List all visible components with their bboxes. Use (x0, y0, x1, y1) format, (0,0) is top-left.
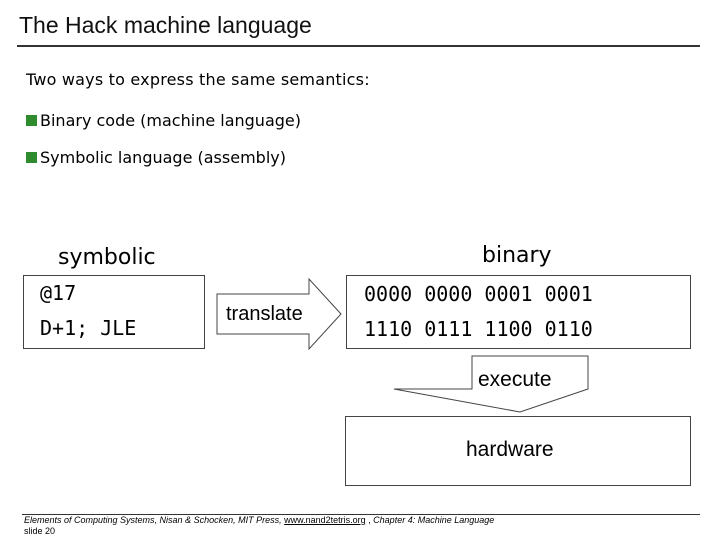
hardware-box (345, 416, 691, 486)
bullet-item-binary: Binary code (machine language) (26, 111, 301, 130)
intro-text: Two ways to express the same semantics: (26, 70, 370, 89)
binary-label: binary (482, 243, 552, 268)
binary-code-box (346, 275, 691, 349)
slide-number: slide 20 (24, 526, 56, 536)
footer-link[interactable]: www.nand2tetris.org (284, 515, 366, 525)
binary-code-line: 0000 0000 0001 0001 (364, 282, 593, 306)
binary-code-line: 1110 0111 1100 0110 (364, 317, 593, 341)
symbolic-code-line: @17 (40, 281, 77, 305)
bullet-text: Symbolic language (assembly) (40, 148, 286, 167)
symbolic-code-box (23, 275, 205, 349)
bullet-square-icon (26, 152, 37, 163)
symbolic-label: symbolic (58, 245, 156, 270)
bullet-item-symbolic: Symbolic language (assembly) (26, 148, 286, 167)
title-divider (17, 45, 700, 47)
footer-chapter: Chapter 4: Machine Language (373, 515, 495, 525)
hardware-label: hardware (466, 438, 554, 461)
translate-arrow (216, 278, 342, 351)
execute-arrow (393, 355, 589, 413)
bullet-text: Binary code (machine language) (40, 111, 301, 130)
bullet-square-icon (26, 115, 37, 126)
execute-label: execute (478, 368, 552, 391)
footer-separator: , (365, 515, 374, 525)
footer-citation: Elements of Computing Systems, Nisan & S… (24, 515, 285, 525)
translate-label: translate (226, 303, 303, 325)
symbolic-code-line: D+1; JLE (40, 316, 137, 340)
slide-title: The Hack machine language (19, 12, 312, 38)
footer: Elements of Computing Systems, Nisan & S… (24, 515, 494, 537)
footer-divider (22, 514, 700, 515)
